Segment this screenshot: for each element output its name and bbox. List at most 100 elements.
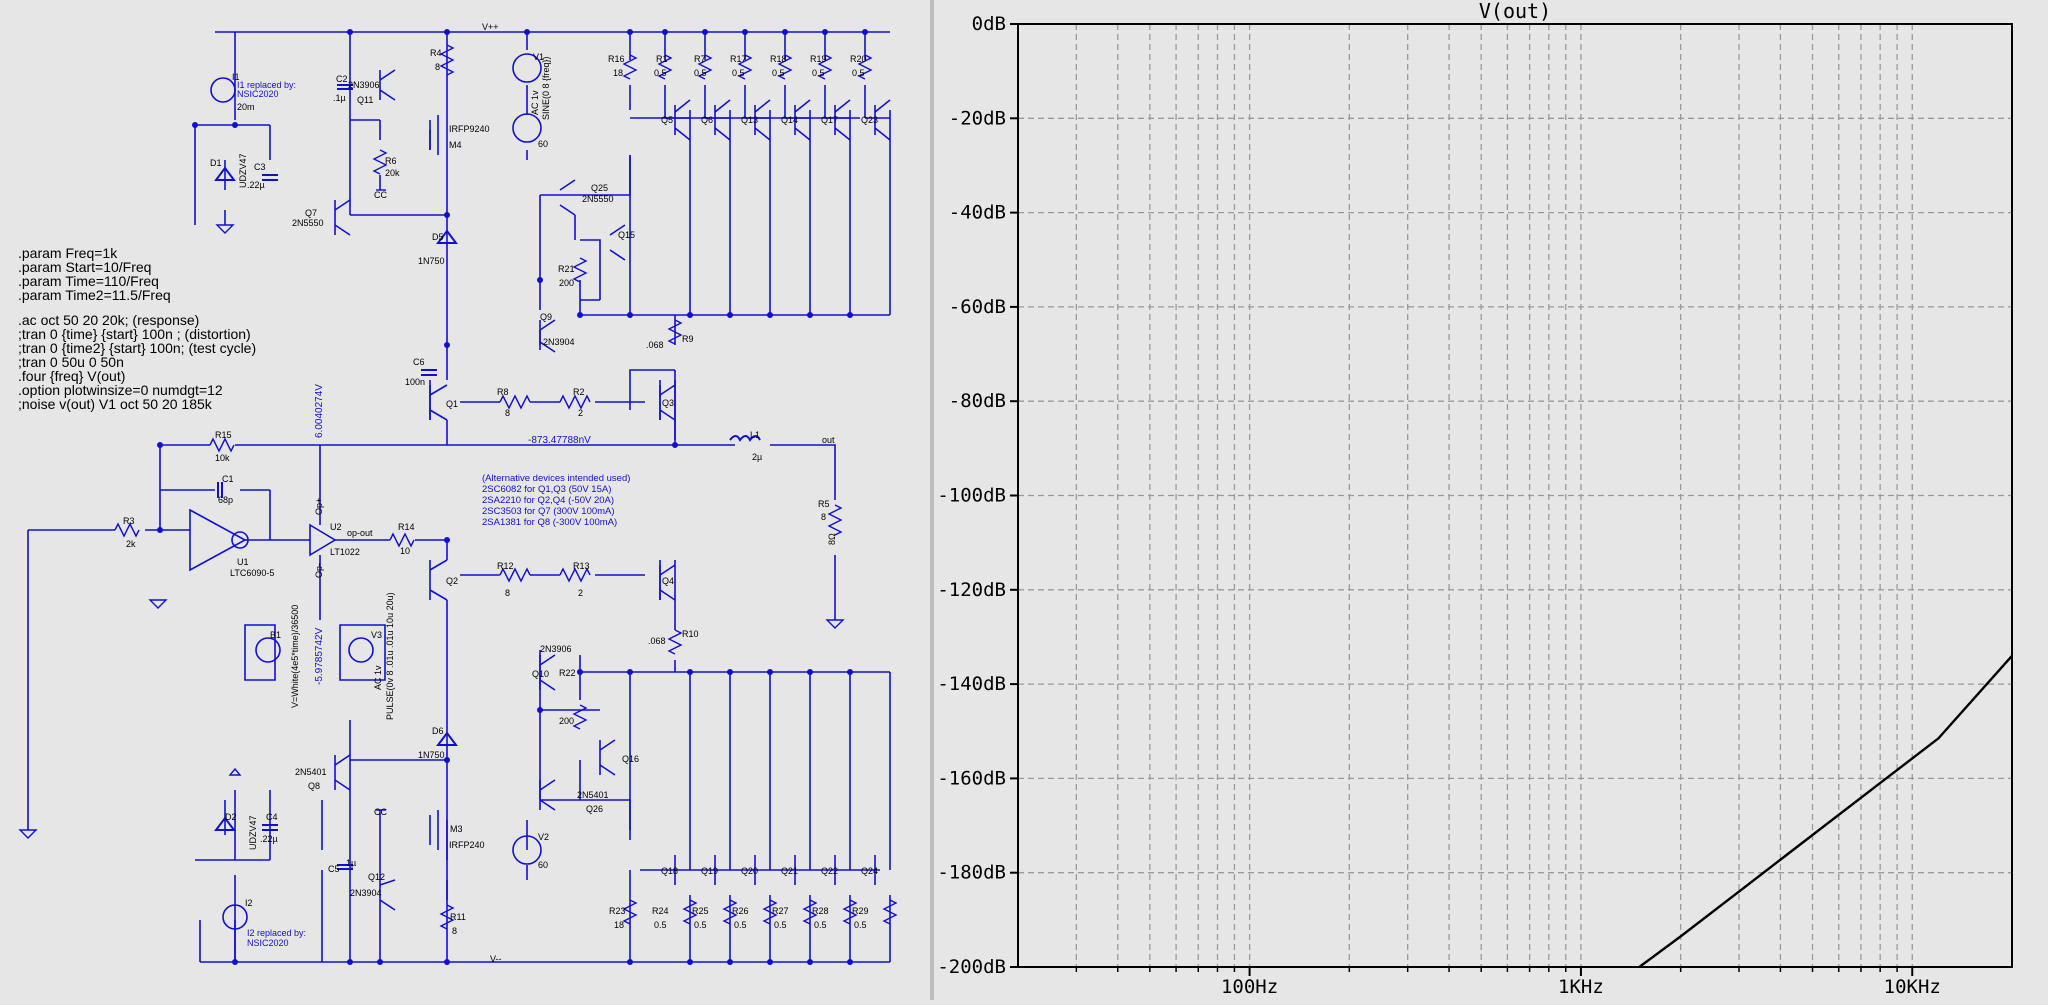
component-label: PULSE(0v 8 .01u .01u 10u 20u) <box>385 592 395 720</box>
component-label: R8 <box>497 387 509 397</box>
component-label: I2 <box>245 898 253 908</box>
component-label: R23 <box>609 906 626 916</box>
directive-line: .ac oct 50 20 20k; (response) <box>18 312 199 328</box>
note-line: 2SA2210 for Q2,Q4 (-50V 20A) <box>482 495 614 506</box>
component-label: Q13 <box>741 115 758 125</box>
component-label: R24 <box>652 906 669 916</box>
component-label: Q4 <box>662 576 674 586</box>
pane-splitter[interactable] <box>930 0 934 1000</box>
trace-vout-magnitude[interactable] <box>1638 655 2013 968</box>
component-label: .068 <box>648 636 666 646</box>
component-label: R1 <box>656 54 668 64</box>
node-voltage: -873.47788nV <box>528 435 591 446</box>
component-label: .1µ <box>333 93 346 103</box>
component-label: L1 <box>750 430 760 440</box>
component-label: Q7 <box>305 208 317 218</box>
component-label: M3 <box>450 824 463 834</box>
component-label: R12 <box>497 561 514 571</box>
waveform-viewer[interactable]: V(out) 0dB-20dB-40dB-60dB-80dB-100dB-120… <box>934 0 2048 1000</box>
component-label: LTC6090-5 <box>230 568 274 578</box>
component-label: 2N3904 <box>543 337 575 347</box>
directive-line: ;noise v(out) V1 oct 50 20 185k <box>18 396 213 412</box>
node-voltage: -5.9785742V <box>314 627 325 685</box>
schematic-editor[interactable]: .param Freq=1k .param Start=10/Freq .par… <box>0 0 930 1000</box>
component-label: Q2 <box>446 576 458 586</box>
y-tick-label: 0dB <box>972 13 1006 35</box>
component-label: AC 1v <box>373 665 383 690</box>
component-label: UDZV47 <box>238 153 248 188</box>
component-label: 2N3904 <box>350 888 382 898</box>
component-label: C3 <box>254 162 266 172</box>
component-label: Q10 <box>532 669 549 679</box>
net-label: CC <box>374 807 387 817</box>
component-label: 0.5 <box>812 68 825 78</box>
directive-line: .param Time=110/Freq <box>18 273 159 289</box>
component-label: Q8 <box>308 781 320 791</box>
component-label: 2N5401 <box>295 767 327 777</box>
schematic-canvas[interactable]: .param Freq=1k .param Start=10/Freq .par… <box>0 0 930 1000</box>
note-line: 2SC3503 for Q7 (300V 100mA) <box>482 506 615 517</box>
component-label: U2 <box>330 522 342 532</box>
component-label: LT1022 <box>330 547 360 557</box>
component-label: 0.5 <box>694 920 707 930</box>
component-label: V=White(4e5*time)/36500 <box>290 605 300 708</box>
component-label: 0.5 <box>774 920 787 930</box>
component-label: 2 <box>578 588 583 598</box>
resistor-symbols <box>114 44 898 930</box>
net-label: op-out <box>347 528 373 538</box>
component-label: Q23 <box>861 115 878 125</box>
component-label: Q26 <box>586 804 603 814</box>
directive-line: .four {freq} V(out) <box>18 368 125 384</box>
component-label: R13 <box>573 561 590 571</box>
component-label: Q9 <box>540 312 552 322</box>
component-label: R6 <box>385 156 397 166</box>
component-label: D2 <box>225 812 237 822</box>
net-label: CC <box>374 190 387 200</box>
component-label: 68p <box>218 495 233 505</box>
y-axis[interactable]: 0dB-20dB-40dB-60dB-80dB-100dB-120dB-140d… <box>937 13 1018 978</box>
component-label: 2µ <box>752 452 762 462</box>
component-label: UDZV47 <box>248 815 258 850</box>
component-label: 200 <box>559 278 574 288</box>
component-label: 2k <box>126 539 136 549</box>
component-label: R22 <box>559 668 576 678</box>
component-label: V2 <box>538 832 549 842</box>
component-label: 2N5550 <box>582 194 614 204</box>
component-label: Q18 <box>661 866 678 876</box>
component-label: R25 <box>692 906 709 916</box>
component-label: I1 <box>232 72 240 82</box>
component-label: R27 <box>772 906 789 916</box>
trace-title[interactable]: V(out) <box>1479 0 1551 23</box>
directive-line: .option plotwinsize=0 numdgt=12 <box>18 382 223 398</box>
component-label: B1 <box>270 630 281 640</box>
directive-line: ;tran 0 {time} {start} 100n ; (distortio… <box>18 326 251 342</box>
component-label: Q3 <box>662 398 674 408</box>
passive-symbols <box>214 84 761 870</box>
component-label: Q12 <box>368 872 385 882</box>
component-label: .068 <box>646 340 664 350</box>
node-voltage-labels: 6.0040274V -5.9785742V -873.47788nV <box>314 384 591 685</box>
component-label: Q11 <box>357 95 373 105</box>
spice-directives[interactable]: .param Freq=1k .param Start=10/Freq .par… <box>18 245 256 412</box>
component-label: C4 <box>266 812 278 822</box>
bode-plot[interactable]: V(out) 0dB-20dB-40dB-60dB-80dB-100dB-120… <box>934 0 2048 1000</box>
component-label: R14 <box>398 522 415 532</box>
component-label: 10 <box>400 546 410 556</box>
directive-line: .param Freq=1k <box>18 245 118 261</box>
component-label: Q22 <box>821 866 838 876</box>
component-label: IRFP240 <box>449 840 485 850</box>
component-label: 2N5550 <box>292 218 324 228</box>
plot-grid <box>1018 24 2012 967</box>
node-voltage: 6.0040274V <box>314 384 325 438</box>
component-label: Q5 <box>661 115 673 125</box>
component-label: 1N750 <box>418 750 445 760</box>
component-label: R10 <box>682 629 699 639</box>
component-label: V3 <box>371 630 382 640</box>
source-symbols <box>210 53 542 930</box>
component-label: 8 <box>821 512 826 522</box>
component-label: .22µ <box>260 834 278 844</box>
component-label: 2N5401 <box>577 790 609 800</box>
component-label: R28 <box>812 906 829 916</box>
alternative-devices-note[interactable]: (Alternative devices intended used) 2SC6… <box>482 473 630 528</box>
